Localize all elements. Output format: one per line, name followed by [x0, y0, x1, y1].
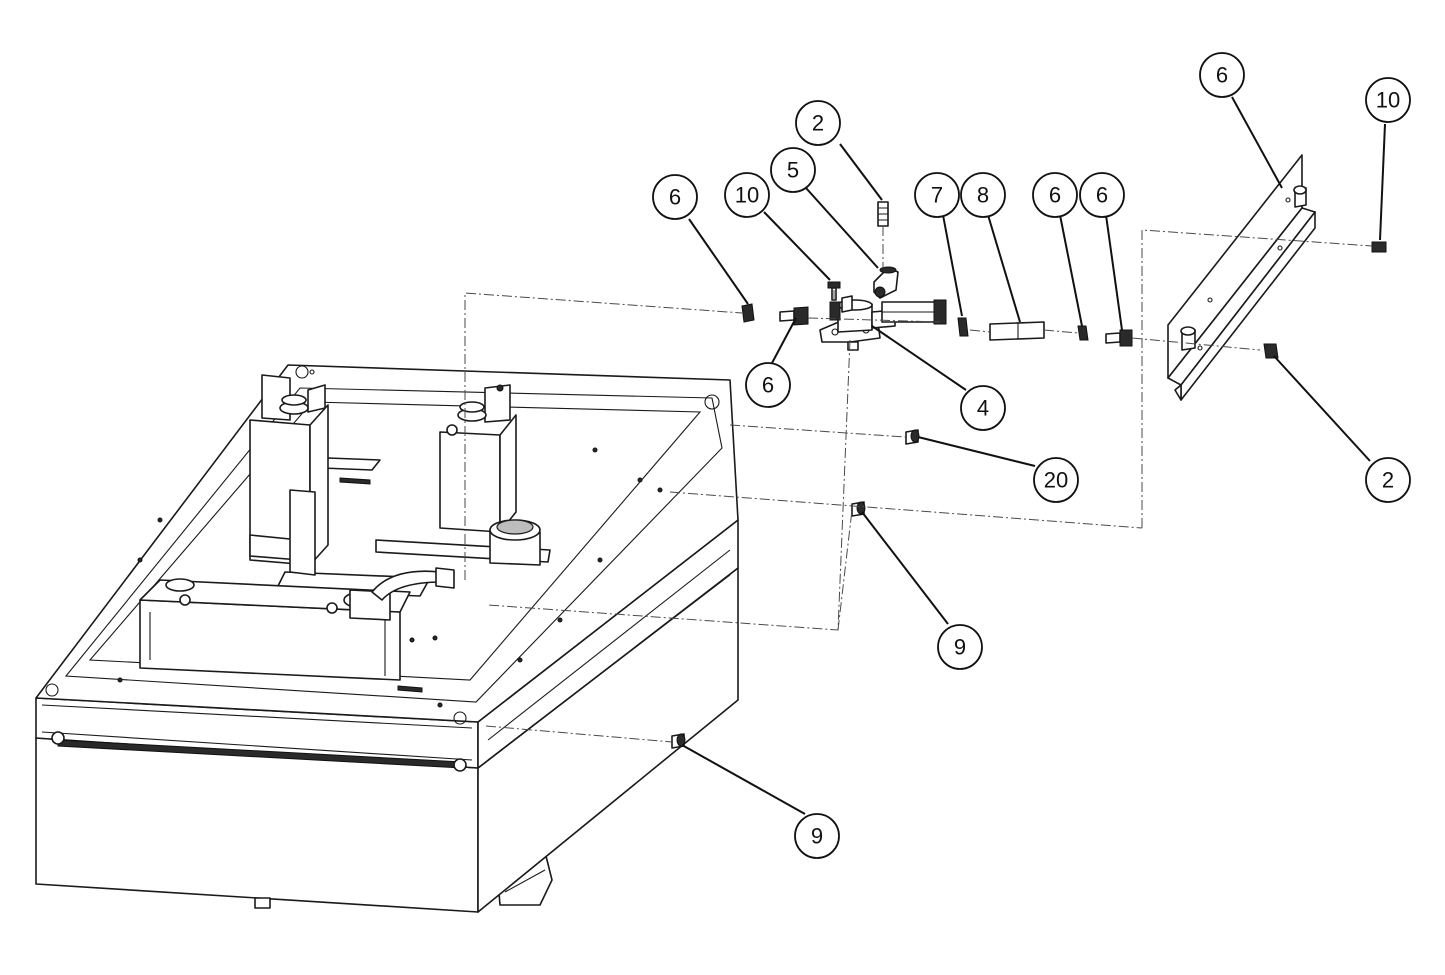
callout-bubble: 9: [937, 624, 983, 670]
callout-label: 5: [787, 158, 799, 183]
callout-label: 6: [1096, 183, 1108, 208]
callout-label: 8: [977, 183, 989, 208]
callout-label: 2: [812, 111, 824, 136]
loose-parts: [671, 241, 1387, 749]
callout-bubble: 9: [794, 813, 840, 859]
base-cabinet: [35, 364, 739, 913]
callout-bubble: 2: [1365, 457, 1411, 503]
callout-label: 4: [977, 396, 989, 421]
callout-label: 6: [762, 373, 774, 398]
callout-bubble: 6: [745, 362, 791, 408]
callout-label: 20: [1044, 468, 1068, 493]
callout-bubble: 7: [914, 172, 960, 218]
callout-bubble: 4: [960, 385, 1006, 431]
callout-bubble: 10: [724, 172, 770, 218]
callout-label: 10: [735, 183, 759, 208]
callout-bubbles: 6 10 5 2 7 8 6 6 6 10 6: [652, 52, 1411, 859]
callout-bubble: 20: [1033, 457, 1079, 503]
assembly-lines: [464, 226, 1373, 743]
callout-label: 6: [669, 185, 681, 210]
mounting-rail: [1167, 154, 1316, 401]
callout-bubble: 6: [1032, 172, 1078, 218]
valve-assembly: [819, 201, 947, 351]
callout-label: 7: [931, 183, 943, 208]
callout-label: 10: [1376, 88, 1400, 113]
callout-label: 6: [1049, 183, 1061, 208]
leader-lines: [681, 96, 1386, 815]
callout-label: 9: [811, 824, 823, 849]
callout-bubble: 6: [1199, 52, 1245, 98]
callout-label: 6: [1216, 63, 1228, 88]
callout-label: 9: [954, 635, 966, 660]
callout-label: 2: [1382, 468, 1394, 493]
callout-bubble: 6: [652, 174, 698, 220]
callout-bubble: 6: [1079, 172, 1125, 218]
callout-bubble: 2: [795, 100, 841, 146]
callout-bubble: 10: [1365, 77, 1411, 123]
callout-bubble: 5: [770, 147, 816, 193]
callout-bubble: 8: [960, 172, 1006, 218]
